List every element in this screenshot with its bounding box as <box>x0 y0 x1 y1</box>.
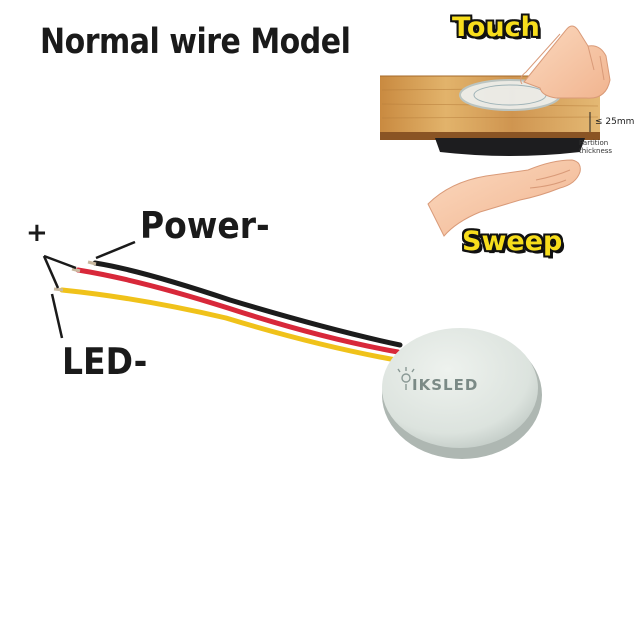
wire-yellow-led-minus <box>59 287 399 363</box>
plus-label: + <box>26 218 48 248</box>
callout-lines <box>42 240 136 339</box>
page-title: Normal wire Model <box>40 22 351 63</box>
wire-bundle <box>53 260 403 363</box>
sensor-puck <box>382 328 542 459</box>
plus-pointer <box>43 254 77 270</box>
sweeping-hand-icon <box>427 159 581 237</box>
power-minus-label: Power- <box>140 204 270 247</box>
led-pointer <box>50 293 64 339</box>
brand-logo-icon <box>397 367 415 390</box>
wire-black-power-minus <box>92 260 403 348</box>
led-minus-label: LED- <box>62 340 148 383</box>
sweep-label: Sweep <box>462 226 563 257</box>
partition-label: Partition thickness <box>579 139 613 155</box>
wire-red-plus <box>75 267 401 355</box>
mounted-sensor <box>435 138 585 156</box>
thickness-label: ≤ 25mm <box>595 117 635 127</box>
brand-name: IKSLED <box>412 376 479 394</box>
touch-label: Touch <box>452 12 540 43</box>
power-pointer <box>95 240 136 260</box>
touching-hand-icon <box>520 25 611 99</box>
